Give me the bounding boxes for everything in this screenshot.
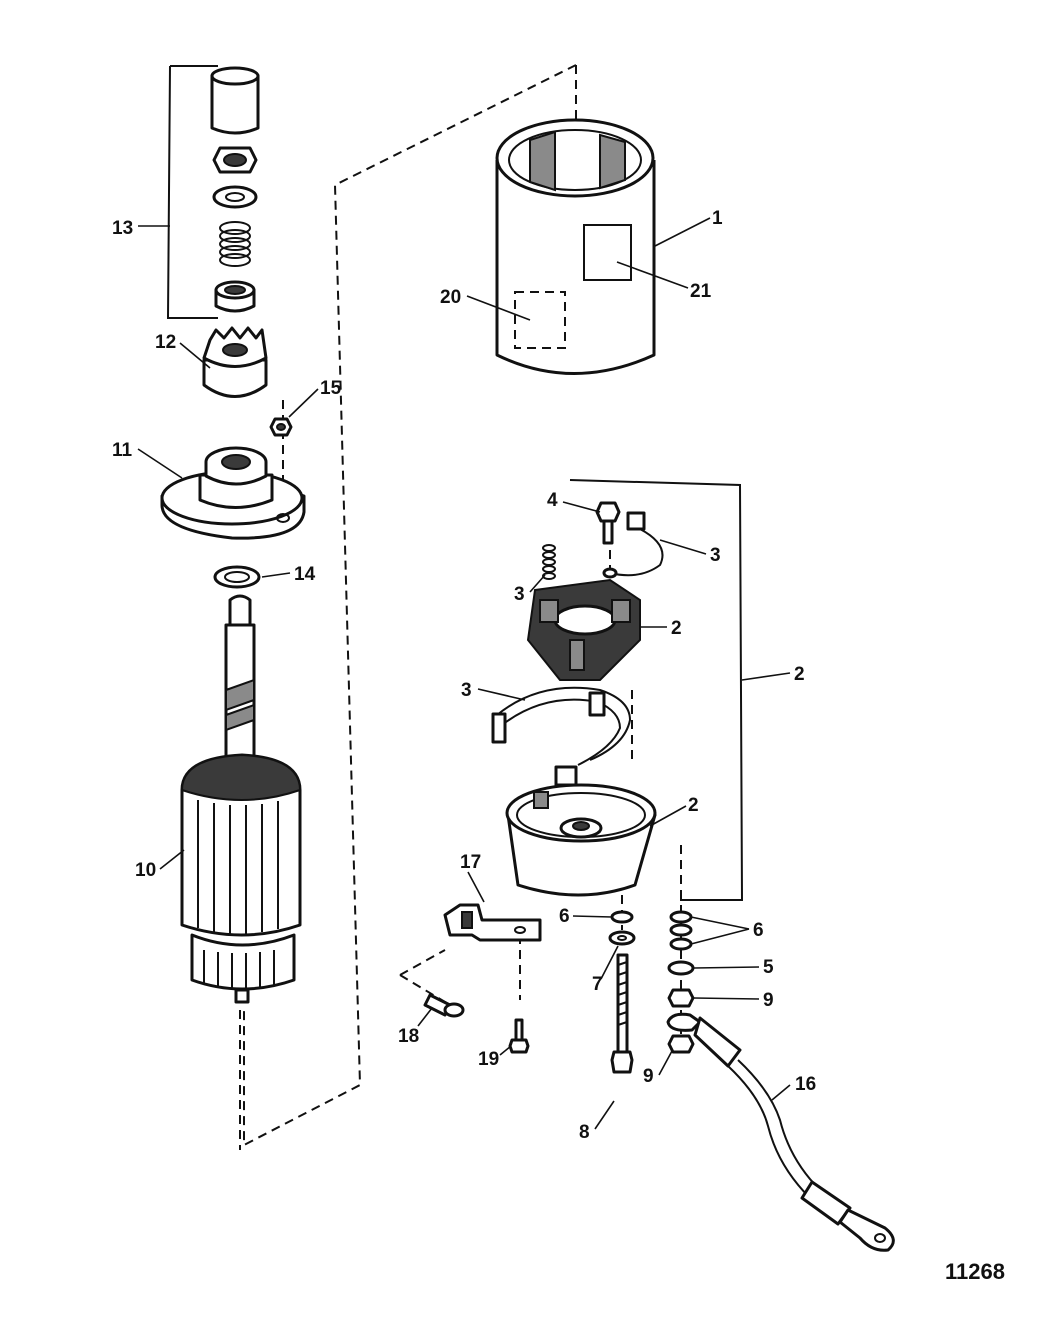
drive-bushing <box>214 280 256 313</box>
callout-5: 5 <box>763 957 774 978</box>
callout-4: 4 <box>547 490 558 511</box>
commutator-end-cap <box>505 783 657 897</box>
drive-spring <box>219 221 251 267</box>
callout-3-upper-right: 3 <box>710 545 721 566</box>
mounting-bracket <box>443 903 542 942</box>
battery-cable <box>666 1012 895 1252</box>
callout-20: 20 <box>440 287 461 308</box>
drive-end-cap <box>160 446 306 540</box>
callout-16: 16 <box>795 1074 816 1095</box>
callout-11: 11 <box>112 440 133 461</box>
figure-number: 11268 <box>945 1259 1005 1284</box>
callout-12: 12 <box>155 332 176 353</box>
screw-4 <box>595 501 621 545</box>
through-bolt <box>610 953 634 1074</box>
callout-19: 19 <box>478 1049 499 1070</box>
armature <box>180 594 302 1004</box>
callout-2-assembly: 2 <box>794 664 805 685</box>
callout-6-left: 6 <box>559 906 570 927</box>
drive-cap <box>210 66 260 135</box>
pinion-gear <box>202 326 268 398</box>
callout-9-lower: 9 <box>643 1066 654 1087</box>
callout-17: 17 <box>460 852 481 873</box>
thrust-washer <box>213 565 261 589</box>
o-rings-6-right <box>669 910 693 951</box>
brush-lead-upper <box>602 511 664 579</box>
decal-20 <box>514 291 566 349</box>
callout-21: 21 <box>690 281 712 302</box>
callout-1: 1 <box>712 208 723 229</box>
brush-spring <box>542 544 556 580</box>
callout-13: 13 <box>112 218 133 239</box>
callout-8: 8 <box>579 1122 590 1143</box>
drive-washer <box>212 185 258 209</box>
motor-frame <box>495 118 656 375</box>
callout-6-right: 6 <box>753 920 764 941</box>
washer-7 <box>608 930 636 946</box>
nut-9-lower <box>667 1034 695 1054</box>
callout-10: 10 <box>135 860 156 881</box>
callout-2-holder: 2 <box>671 618 682 639</box>
callout-15: 15 <box>320 378 342 399</box>
callout-18: 18 <box>398 1026 419 1047</box>
screw-19 <box>508 1018 530 1054</box>
decal-21 <box>583 224 632 281</box>
callout-9-upper: 9 <box>763 990 774 1011</box>
callout-3-harness: 3 <box>461 680 472 701</box>
brush-holder <box>526 578 641 681</box>
leader-lines <box>137 217 791 1130</box>
callout-7: 7 <box>592 974 603 995</box>
callout-3-spring: 3 <box>514 584 525 605</box>
callout-labels: 1 21 20 13 12 15 11 14 10 4 3 3 2 2 3 2 … <box>112 208 816 1143</box>
o-ring-6-left <box>610 910 634 924</box>
lockwasher-5 <box>667 960 695 976</box>
hex-nut-15 <box>269 417 293 437</box>
callout-14: 14 <box>294 564 316 585</box>
nut-9-upper <box>667 988 695 1008</box>
locknut <box>212 146 258 174</box>
screw-18 <box>423 993 465 1018</box>
callout-2-end-cap: 2 <box>688 795 699 816</box>
brush-harness <box>491 686 632 787</box>
drive-kit-assembly <box>210 66 260 313</box>
